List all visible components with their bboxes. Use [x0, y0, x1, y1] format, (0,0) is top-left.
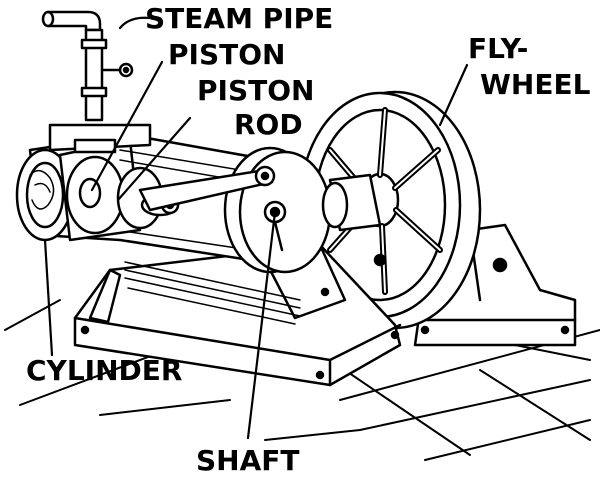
flywheel-label-line1: FLY-	[468, 32, 529, 65]
piston-rod-leader	[116, 116, 192, 202]
steam-pipe-label: STEAM PIPE	[145, 2, 334, 35]
shaft-label: SHAFT	[196, 444, 300, 477]
leader-lines	[43, 16, 469, 440]
shaft-bearing	[321, 173, 387, 267]
flywheel-leader	[438, 63, 469, 127]
piston-rod-label-line1: PISTON	[197, 74, 315, 107]
cylinder-label: CYLINDER	[26, 354, 183, 387]
shaft-leader	[246, 210, 277, 440]
piston-rod-label-line2: ROD	[234, 108, 303, 141]
cylinder-leader	[43, 238, 54, 357]
steam-pipe-leader	[118, 16, 152, 30]
piston-label: PISTON	[168, 38, 286, 71]
flywheel-label-line2: WHEEL	[480, 68, 591, 101]
crank-assembly	[138, 146, 332, 274]
steam-pipe	[41, 10, 152, 154]
piston-leader	[90, 60, 164, 192]
